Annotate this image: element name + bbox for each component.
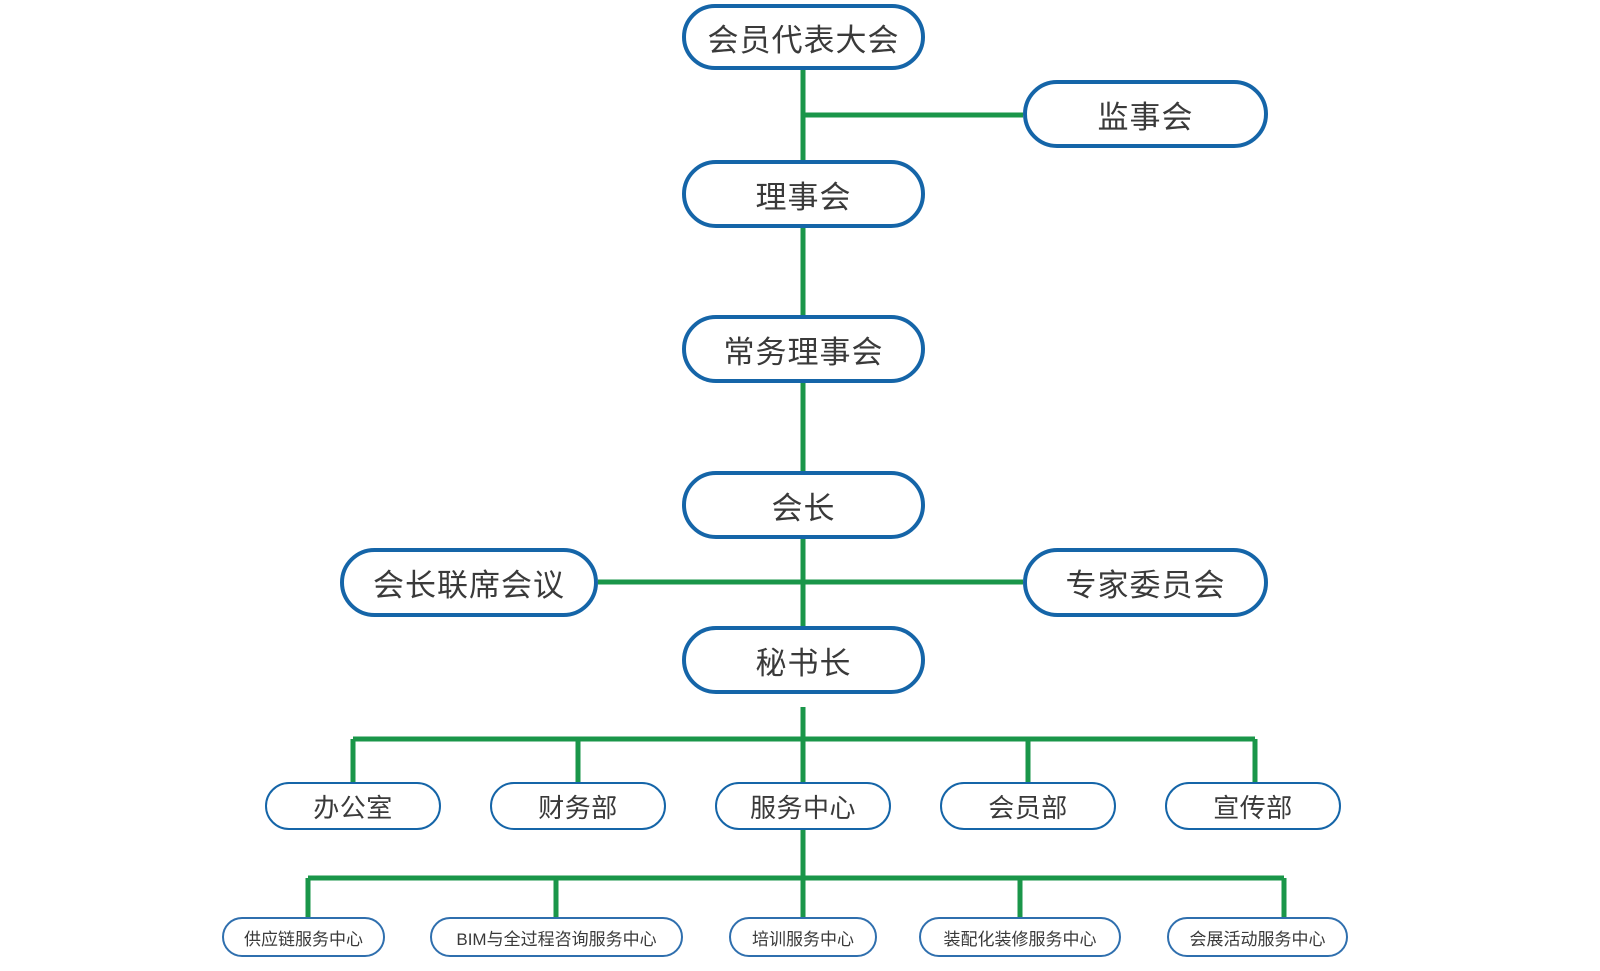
- node-department-finance-label: 财务部: [538, 792, 618, 823]
- node-department-membership-label: 会员部: [988, 792, 1068, 823]
- node-service-training-label: 培训服务中心: [752, 929, 854, 949]
- node-secretary-general-label: 秘书长: [755, 645, 852, 681]
- node-assembly[interactable]: 会员代表大会: [682, 4, 925, 70]
- node-department-service-center[interactable]: 服务中心: [715, 782, 891, 830]
- node-standing-council[interactable]: 常务理事会: [682, 315, 925, 383]
- node-expert-committee[interactable]: 专家委员会: [1023, 548, 1268, 617]
- node-supervisory-board-label: 监事会: [1097, 99, 1194, 135]
- node-department-membership[interactable]: 会员部: [940, 782, 1116, 830]
- node-service-training[interactable]: 培训服务中心: [729, 917, 877, 957]
- node-service-supply-chain[interactable]: 供应链服务中心: [222, 917, 385, 957]
- node-service-bim-consulting[interactable]: BIM与全过程咨询服务中心: [430, 917, 683, 957]
- node-secretary-general[interactable]: 秘书长: [682, 626, 925, 694]
- node-service-prefab-decoration[interactable]: 装配化装修服务中心: [919, 917, 1121, 957]
- node-department-finance[interactable]: 财务部: [490, 782, 666, 830]
- node-service-exhibition[interactable]: 会展活动服务中心: [1167, 917, 1348, 957]
- node-department-publicity-label: 宣传部: [1213, 792, 1293, 823]
- node-council-label: 理事会: [755, 179, 852, 215]
- node-expert-committee-label: 专家委员会: [1065, 568, 1226, 603]
- node-service-prefab-decoration-label: 装配化装修服务中心: [943, 929, 1097, 949]
- node-service-exhibition-label: 会展活动服务中心: [1189, 929, 1326, 949]
- node-department-publicity[interactable]: 宣传部: [1165, 782, 1341, 830]
- node-department-office-label: 办公室: [313, 792, 393, 823]
- node-president[interactable]: 会长: [682, 471, 925, 539]
- node-service-supply-chain-label: 供应链服务中心: [244, 929, 363, 949]
- node-president-label: 会长: [771, 490, 836, 526]
- node-president-joint-meeting[interactable]: 会长联席会议: [340, 548, 598, 617]
- node-service-bim-consulting-label: BIM与全过程咨询服务中心: [456, 929, 657, 949]
- node-supervisory-board[interactable]: 监事会: [1023, 80, 1268, 148]
- node-standing-council-label: 常务理事会: [723, 334, 884, 370]
- node-department-office[interactable]: 办公室: [265, 782, 441, 830]
- node-president-joint-meeting-label: 会长联席会议: [373, 568, 565, 603]
- node-council[interactable]: 理事会: [682, 160, 925, 228]
- node-department-service-center-label: 服务中心: [749, 792, 856, 823]
- node-assembly-label: 会员代表大会: [707, 22, 900, 58]
